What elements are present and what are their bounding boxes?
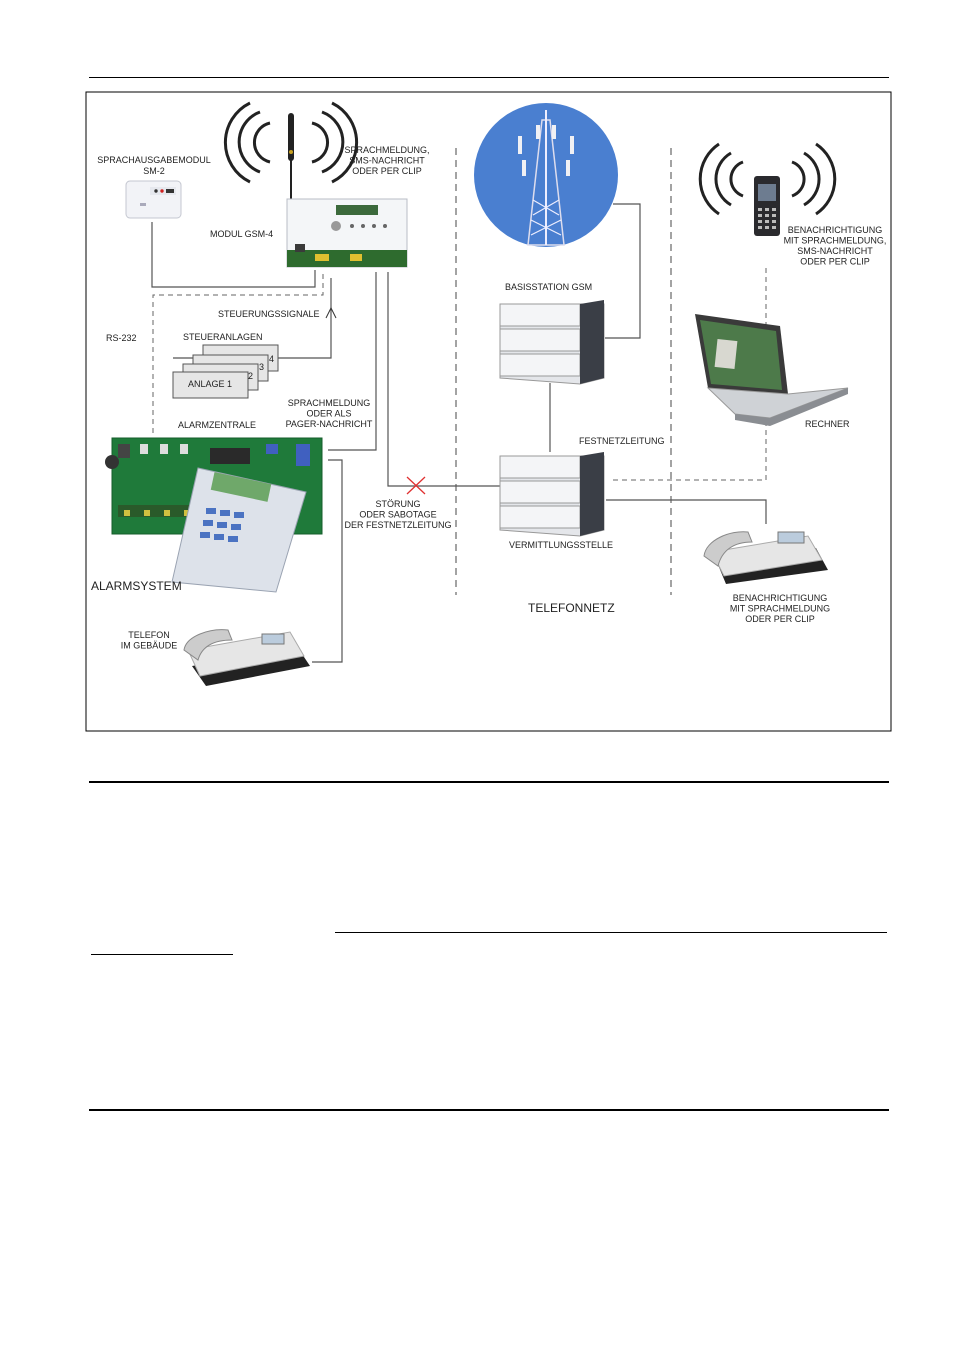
label-basisstation: BASISSTATION GSM: [505, 282, 592, 292]
basisstation-server-icon: [499, 300, 605, 385]
label-steuerungssignale: STEUERUNGSSIGNALE: [218, 309, 320, 319]
gsm-tower-icon: [474, 103, 618, 247]
section-rule-1: [89, 781, 889, 783]
sabotage-cross: [406, 476, 426, 495]
signal-arrow-icon: [325, 306, 337, 319]
label-rs232: RS-232: [106, 333, 137, 343]
steueranlagen-stack-icon: [172, 344, 279, 399]
diagram-frame: [85, 91, 892, 732]
label-anlage-4: 4: [269, 354, 274, 364]
label-anlage-2: 2: [248, 371, 253, 381]
solid-links: [151, 203, 767, 663]
gsm-antenna-icon: [288, 113, 294, 203]
desk-phone-icon: [703, 531, 828, 584]
keypad-icon: [171, 467, 307, 593]
top-rule: [89, 77, 889, 78]
label-gsm4: MODUL GSM-4: [210, 229, 273, 239]
mobile-phone-icon: [754, 176, 780, 236]
antenna-waves-icon: [223, 101, 359, 184]
building-phone-icon: [183, 629, 310, 686]
label-alarmsystem: ALARMSYSTEM: [91, 579, 182, 593]
laptop-icon: [695, 314, 849, 426]
label-rechner: RECHNER: [805, 419, 850, 429]
section-rule-2: [89, 1109, 889, 1111]
dashed-links: [152, 268, 767, 481]
sm2-module-icon: [125, 180, 182, 219]
label-steueranlagen: STEUERANLAGEN: [183, 332, 263, 342]
mobile-waves-icon: [698, 142, 837, 216]
underline-rule-left: [91, 954, 233, 955]
label-festnetzleitung: FESTNETZLEITUNG: [579, 436, 665, 446]
vermittlungsstelle-server-icon: [499, 452, 605, 537]
zone-separators: [455, 148, 672, 595]
label-telefonnetz: TELEFONNETZ: [528, 601, 615, 615]
underline-rule-right: [335, 932, 887, 933]
label-vermittlungsstelle: VERMITTLUNGSSTELLE: [509, 540, 613, 550]
label-anlage-3: 3: [259, 362, 264, 372]
label-anlage1: ANLAGE 1: [188, 379, 232, 389]
label-alarmzentrale: ALARMZENTRALE: [178, 420, 256, 430]
gsm4-module-icon: [286, 198, 408, 268]
